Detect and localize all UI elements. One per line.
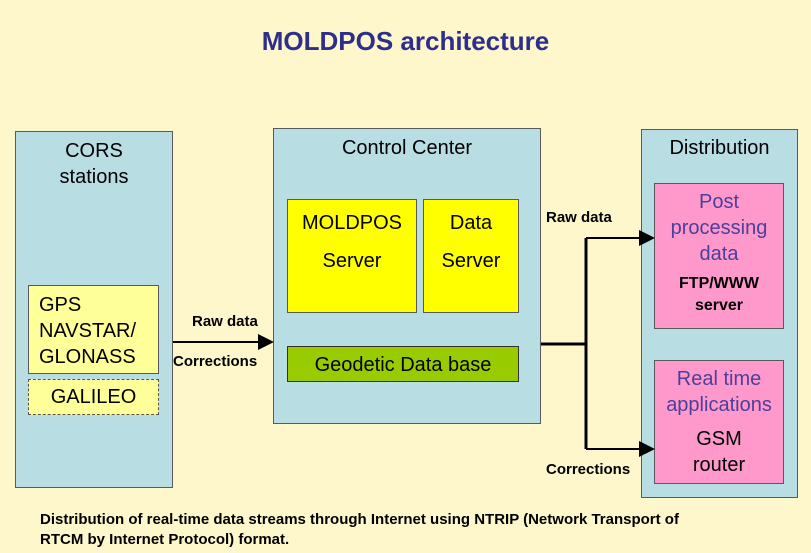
moldpos-server-line2: Server xyxy=(322,250,382,272)
galileo-box: GALILEO xyxy=(28,379,159,415)
right-raw-data-label: Raw data xyxy=(546,209,612,226)
geodetic-database-label: Geodetic Data base xyxy=(314,354,492,376)
rt-line1: Real time xyxy=(676,368,762,390)
data-server-line1: Data xyxy=(449,212,493,234)
rt-line2: applications xyxy=(666,394,772,416)
gsm-line2: router xyxy=(692,454,746,476)
post-line1: Post xyxy=(698,191,740,213)
galileo-label: GALILEO xyxy=(50,386,137,408)
ftp-www-line2: server xyxy=(694,297,744,314)
post-line2: processing xyxy=(670,217,768,239)
caption-line1: Distribution of real-time data streams t… xyxy=(40,511,679,528)
moldpos-server-box: MOLDPOS Server xyxy=(287,199,417,313)
data-server-line2: Server xyxy=(441,250,501,272)
diagram-title: MOLDPOS architecture xyxy=(261,26,550,56)
post-processing-box: Post processing data FTP/WWW server xyxy=(654,183,784,329)
post-line3: data xyxy=(699,243,739,265)
gnss-line3: GLONASS xyxy=(39,346,136,368)
left-raw-data-label: Raw data xyxy=(192,313,258,330)
right-corrections-label: Corrections xyxy=(546,461,631,478)
cors-title-line2: stations xyxy=(59,166,129,188)
data-server-box: Data Server xyxy=(423,199,519,313)
gnss-line2: NAVSTAR/ xyxy=(39,320,137,342)
moldpos-server-line1: MOLDPOS xyxy=(301,212,403,234)
gsm-line1: GSM xyxy=(696,428,742,450)
left-corrections-label: Corrections xyxy=(173,353,258,370)
distribution-title: Distribution xyxy=(669,137,770,159)
geodetic-database-box: Geodetic Data base xyxy=(287,346,519,382)
control-center-title: Control Center xyxy=(341,137,473,159)
ftp-www-line1: FTP/WWW xyxy=(679,275,759,292)
real-time-box: Real time applications GSM router xyxy=(654,360,784,484)
gnss-box: GPS NAVSTAR/ GLONASS xyxy=(28,285,159,374)
cors-title-line1: CORS xyxy=(65,140,123,162)
gnss-line1: GPS xyxy=(39,294,82,316)
caption-line2: RTCM by Internet Protocol) format. xyxy=(40,531,290,548)
